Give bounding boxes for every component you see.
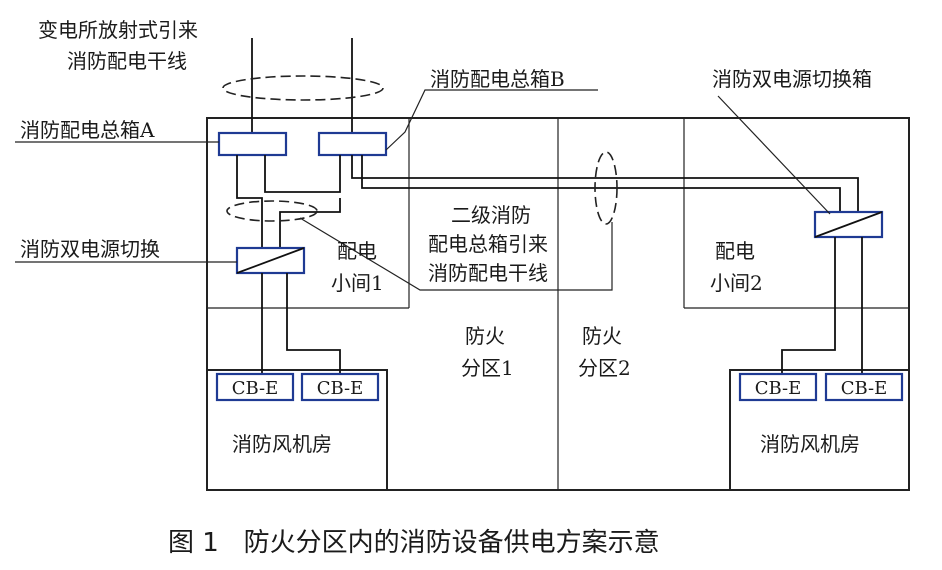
label-secondary-line3: 消防配电干线 <box>428 261 548 285</box>
label-zone2-line1: 防火 <box>582 324 622 348</box>
switch1-diagonal <box>236 247 305 274</box>
label-room2-line1: 配电 <box>715 239 755 263</box>
wire-switch2-cbe1 <box>781 237 836 374</box>
feeder-to-room2-ellipse <box>594 151 618 225</box>
feeder-to-room2-1 <box>351 155 859 212</box>
label-cbe-left-1: CB-E <box>232 378 279 399</box>
feeder-to-room2-2 <box>361 155 841 212</box>
fan-room-left <box>206 369 388 491</box>
distribution-box-b <box>317 131 388 157</box>
cbe-box-left-2 <box>300 372 380 402</box>
label-room1-line1: 配电 <box>337 239 377 263</box>
label-dual-switch-box: 消防双电源切换箱 <box>712 67 872 91</box>
label-dual-switch: 消防双电源切换 <box>20 237 160 261</box>
label-source-line2: 消防配电干线 <box>67 49 187 73</box>
label-fan-room-right: 消防风机房 <box>760 432 860 456</box>
wire-b-switch <box>279 198 341 248</box>
cbe-box-right-1 <box>738 372 818 402</box>
label-secondary-line2: 配电总箱引来 <box>428 232 548 256</box>
label-zone1-line2: 分区1 <box>461 356 514 380</box>
cbe-box-right-2 <box>824 372 904 402</box>
label-room2-line2: 小间2 <box>710 271 763 295</box>
label-secondary-line1: 二级消防 <box>451 203 531 227</box>
fan-room-right <box>729 369 910 491</box>
wire-a-switch <box>236 155 263 248</box>
label-cbe-left-2: CB-E <box>317 378 364 399</box>
wire-a-b <box>264 155 341 193</box>
switch2-diagonal <box>814 211 883 238</box>
wire-switch1-cbe2 <box>286 273 341 374</box>
leader-secondary-feeder <box>299 217 613 291</box>
label-cbe-right-2: CB-E <box>841 378 888 399</box>
label-room1-line2: 小间1 <box>331 271 384 295</box>
switch-input-ellipse <box>226 200 318 222</box>
cbe-box-left-1 <box>215 372 295 402</box>
label-cbe-right-1: CB-E <box>755 378 802 399</box>
figure-caption: 图 1 防火分区内的消防设备供电方案示意 <box>168 528 660 558</box>
label-fan-room-left: 消防风机房 <box>232 432 332 456</box>
label-box-a: 消防配电总箱A <box>20 118 155 142</box>
label-zone1-line1: 防火 <box>465 324 505 348</box>
label-box-b: 消防配电总箱B <box>430 67 565 91</box>
feeder-bundle-ellipse <box>222 75 384 101</box>
leader-box-b <box>385 89 598 151</box>
label-source-line1: 变电所放射式引来 <box>38 18 198 42</box>
label-zone2-line2: 分区2 <box>578 356 631 380</box>
leader-dual-switch-box <box>717 95 831 215</box>
distribution-box-a <box>217 131 288 157</box>
